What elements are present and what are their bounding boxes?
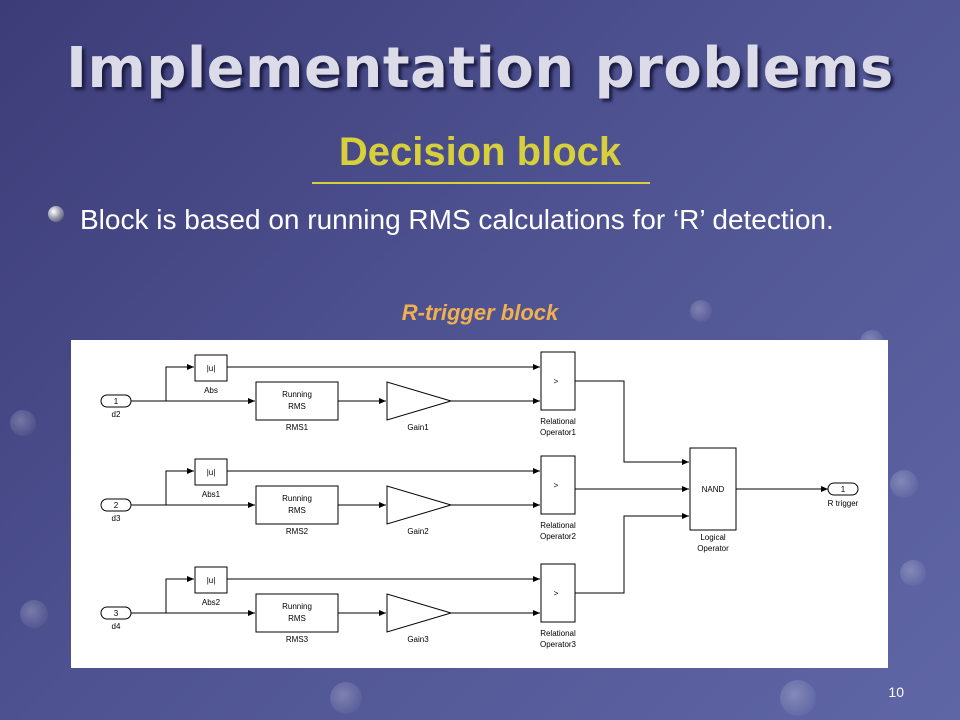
input-port: 3d4 bbox=[100, 606, 132, 631]
page-number: 10 bbox=[888, 684, 904, 700]
rms-text: RMS bbox=[288, 506, 306, 515]
abs-name: Abs bbox=[204, 386, 218, 395]
input-port: 1d2 bbox=[100, 394, 132, 419]
slide-subtitle: Decision block bbox=[338, 130, 622, 174]
rms-text: Running bbox=[282, 494, 312, 503]
rms-text: Running bbox=[282, 390, 312, 399]
logical-op-text: NAND bbox=[702, 485, 725, 494]
gain-name: Gain3 bbox=[407, 635, 429, 644]
background-dot bbox=[10, 410, 36, 436]
abs-name: Abs1 bbox=[202, 490, 221, 499]
input-port-name: d3 bbox=[112, 514, 121, 523]
abs-name: Abs2 bbox=[202, 598, 221, 607]
output-port: 1 R trigger bbox=[736, 482, 859, 508]
background-dot bbox=[890, 470, 918, 498]
logical-op-name2: Operator bbox=[697, 544, 729, 553]
bullet-text: Block is based on running RMS calculatio… bbox=[80, 204, 834, 235]
out-port-number: 1 bbox=[841, 485, 846, 494]
abs-glyph: |u| bbox=[207, 576, 216, 585]
subtitle-underline bbox=[312, 182, 650, 184]
relational-operator-name: Operator1 bbox=[540, 428, 577, 437]
input-port-number: 1 bbox=[114, 397, 119, 406]
wire bbox=[575, 513, 689, 594]
input-port-name: d4 bbox=[112, 622, 121, 631]
rms-name: RMS2 bbox=[286, 527, 309, 536]
relational-operator-name: Relational bbox=[540, 521, 576, 530]
input-port-number: 3 bbox=[114, 609, 119, 618]
bullet-icon bbox=[48, 206, 64, 222]
rms-name: RMS3 bbox=[286, 635, 309, 644]
background-dot bbox=[20, 600, 48, 628]
rms-text: RMS bbox=[288, 614, 306, 623]
abs-block: |u| Abs2 bbox=[194, 566, 228, 607]
gain-block: Gain3 bbox=[386, 593, 453, 644]
rms-text: RMS bbox=[288, 402, 306, 411]
abs-glyph: |u| bbox=[207, 364, 216, 373]
input-port-number: 2 bbox=[114, 501, 119, 510]
abs-block: |u| Abs1 bbox=[194, 458, 228, 499]
abs-glyph: |u| bbox=[207, 468, 216, 477]
background-dot bbox=[780, 680, 816, 716]
logical-operator-block: NAND Logical Operator bbox=[689, 447, 737, 553]
rms-text: Running bbox=[282, 602, 312, 611]
relational-operator-name: Relational bbox=[540, 417, 576, 426]
input-port: 2d3 bbox=[100, 498, 132, 523]
relational-operator-name: Operator2 bbox=[540, 532, 577, 541]
rms-name: RMS1 bbox=[286, 423, 309, 432]
gain-name: Gain2 bbox=[407, 527, 429, 536]
out-port-name: R trigger bbox=[828, 499, 859, 508]
diagram-caption: R-trigger block bbox=[401, 300, 559, 325]
relational-operator-symbol: > bbox=[554, 377, 559, 386]
gain-block: Gain2 bbox=[386, 485, 453, 536]
relational-operator-symbol: > bbox=[554, 589, 559, 598]
relational-operator-name: Relational bbox=[540, 629, 576, 638]
abs-block: |u| Abs bbox=[194, 354, 228, 395]
relational-operator-symbol: > bbox=[554, 481, 559, 490]
background-dot bbox=[900, 560, 926, 586]
background-dot bbox=[330, 682, 362, 714]
logical-op-name1: Logical bbox=[700, 533, 726, 542]
gain-block: Gain1 bbox=[386, 381, 453, 432]
relational-operator-name: Operator3 bbox=[540, 640, 577, 649]
input-port-name: d2 bbox=[112, 410, 121, 419]
gain-name: Gain1 bbox=[407, 423, 429, 432]
slide-title: Implementation problems bbox=[66, 36, 894, 101]
wire bbox=[575, 380, 689, 465]
